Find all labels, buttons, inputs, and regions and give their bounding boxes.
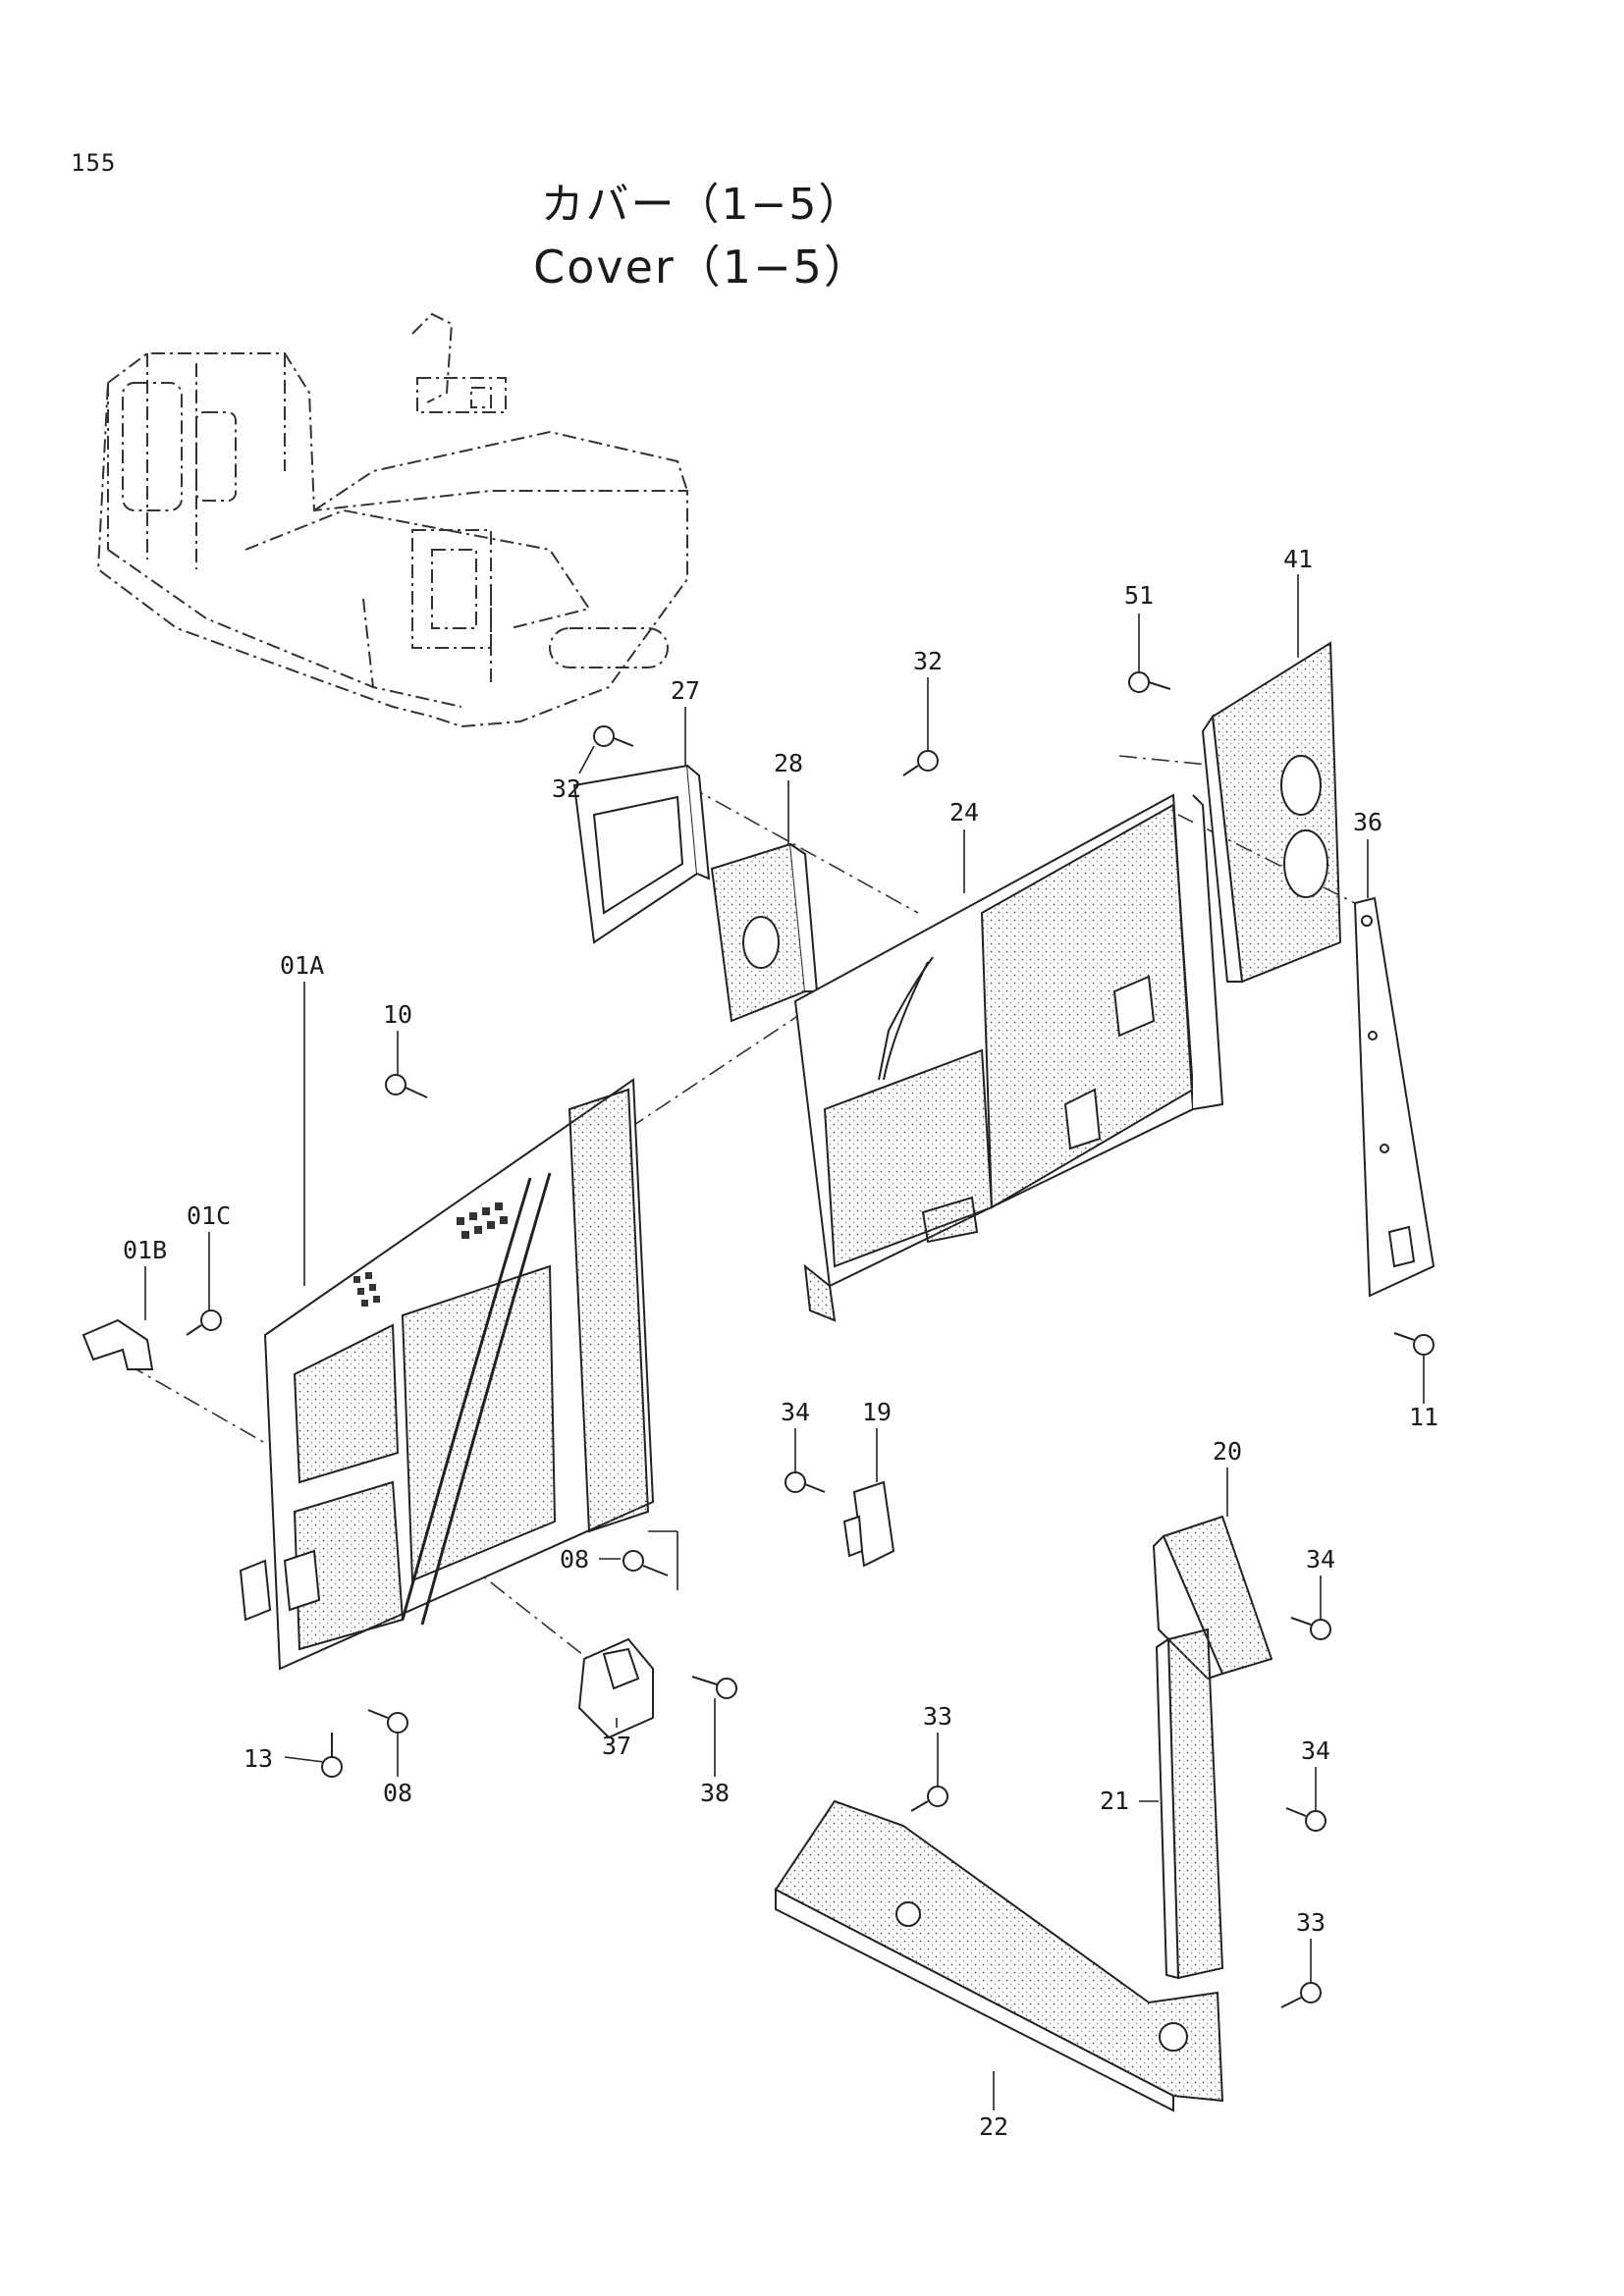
callout-labels: 51 41 32 27 32 28 24 36 10 01A 01C 01B 1… [123, 545, 1438, 2141]
bolt-08a [623, 1550, 669, 1576]
title-english: Cover（1−5） [533, 240, 871, 294]
bolt-33b [1280, 1982, 1322, 2008]
callout-19: 19 [862, 1398, 892, 1426]
bolt-34c [1285, 1807, 1326, 1832]
callout-36: 36 [1353, 808, 1382, 836]
callout-20: 20 [1213, 1437, 1242, 1466]
excavator-overview-sketch [96, 312, 688, 728]
bolt-13 [321, 1733, 343, 1778]
callout-10: 10 [383, 1000, 412, 1029]
part-01a-cover [239, 1078, 655, 1671]
bolt-32b [593, 725, 634, 747]
callout-32-left: 32 [552, 774, 581, 803]
page-number: 155 [71, 149, 117, 177]
part-36-strip [1353, 896, 1435, 1298]
part-22-base-foam [774, 1799, 1224, 2112]
callout-41: 41 [1283, 545, 1313, 573]
callout-01b: 01B [123, 1236, 167, 1264]
callout-34-right-lower: 34 [1301, 1736, 1330, 1765]
part-37-bracket [577, 1637, 654, 1739]
callout-24: 24 [949, 798, 979, 827]
part-41-side-panel [1201, 641, 1342, 984]
bolt-33a [910, 1786, 948, 1812]
callout-08-middle: 08 [560, 1545, 589, 1574]
callout-27: 27 [671, 676, 700, 705]
part-19-clip [842, 1480, 895, 1568]
alignment-lines [127, 755, 1356, 1699]
callout-08-lower: 08 [383, 1779, 412, 1807]
bolt-10 [385, 1074, 428, 1098]
bolt-51 [1128, 671, 1171, 693]
part-21-foam-strip [1155, 1628, 1224, 1980]
bolt-01c [186, 1309, 222, 1336]
part-24-main-panel [793, 793, 1224, 1322]
callout-34-middle: 34 [781, 1398, 810, 1426]
callout-22: 22 [979, 2112, 1008, 2141]
callout-01a: 01A [280, 951, 324, 980]
bolts [186, 671, 1435, 2008]
callout-33-upper: 33 [923, 1702, 952, 1731]
callout-28: 28 [774, 749, 803, 777]
callout-37: 37 [602, 1732, 631, 1760]
callout-11: 11 [1409, 1403, 1438, 1431]
bolt-11 [1393, 1332, 1435, 1356]
callout-21: 21 [1100, 1787, 1129, 1815]
callout-34-right-upper: 34 [1306, 1545, 1335, 1574]
callout-32-upper: 32 [913, 647, 943, 675]
part-27-bracket [572, 764, 711, 944]
callout-51: 51 [1124, 581, 1154, 610]
vent-grille [353, 1202, 508, 1307]
bolt-08b [367, 1709, 408, 1734]
callout-leaders [144, 574, 1425, 2110]
bolt-34b [1290, 1617, 1331, 1640]
callout-38: 38 [700, 1779, 730, 1807]
bolt-34a [785, 1471, 826, 1493]
part-01b-clip [81, 1318, 154, 1370]
callout-13: 13 [244, 1744, 273, 1773]
bolt-32a [902, 750, 939, 776]
bolt-38 [691, 1676, 737, 1699]
part-28-foam-block [710, 842, 819, 1023]
callout-33-lower: 33 [1296, 1908, 1326, 1937]
title-japanese: カバー（1−5） [540, 180, 864, 230]
callout-01c: 01C [187, 1201, 231, 1230]
